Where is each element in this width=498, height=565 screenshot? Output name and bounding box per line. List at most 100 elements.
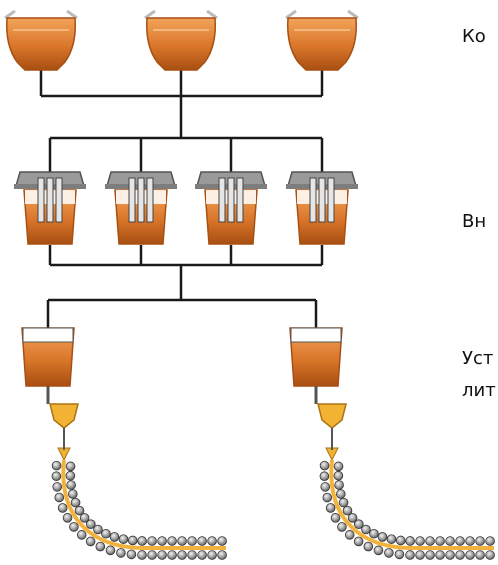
roller <box>319 471 330 482</box>
converter-steel <box>286 17 358 71</box>
roller <box>465 536 475 546</box>
roller <box>217 550 227 560</box>
roller <box>342 505 353 516</box>
ladle-electrode <box>236 177 244 223</box>
ladle-electrode <box>218 177 226 223</box>
roller <box>333 461 344 472</box>
caster-unit <box>289 327 495 560</box>
roller <box>320 482 331 492</box>
ladle-electrode <box>37 177 45 223</box>
caster-label-line1: Уст <box>462 348 494 369</box>
roller <box>52 482 63 492</box>
roller <box>322 492 333 503</box>
roller <box>455 536 465 546</box>
caster-ladle-top <box>22 327 74 343</box>
roller <box>79 513 90 523</box>
roller <box>85 519 96 530</box>
roller <box>62 513 73 523</box>
roller <box>137 536 147 546</box>
roller <box>330 513 341 523</box>
roller <box>157 536 167 546</box>
roller <box>425 550 435 560</box>
ladle-electrode <box>318 177 326 223</box>
ladle-unit <box>286 171 358 245</box>
roller <box>57 503 68 513</box>
roller <box>405 550 415 560</box>
roller <box>197 536 207 546</box>
roller <box>65 461 76 472</box>
roller <box>435 550 445 560</box>
roller <box>361 524 371 535</box>
converter-steel <box>5 17 77 71</box>
strand-path-guide <box>63 460 226 548</box>
roller <box>207 550 217 560</box>
roller <box>105 545 116 556</box>
converter-rim <box>144 9 218 20</box>
caster-ladle-top <box>290 327 342 343</box>
roller <box>207 536 217 546</box>
roller <box>384 548 394 558</box>
roller <box>395 535 406 546</box>
roller <box>353 519 364 530</box>
roller <box>54 492 65 503</box>
converter-vessel <box>4 9 78 71</box>
caster-label-line2: лит <box>462 380 496 401</box>
roller <box>325 503 336 513</box>
caster-unit <box>21 327 227 560</box>
roller <box>137 550 147 560</box>
roller <box>415 536 425 546</box>
caster-row <box>21 327 495 560</box>
ladle-electrode <box>55 177 63 223</box>
roller <box>66 480 76 490</box>
caster-tundish <box>49 403 79 429</box>
roller <box>405 536 415 546</box>
roller <box>177 550 187 560</box>
roller <box>65 470 76 481</box>
roller <box>147 550 157 560</box>
roller <box>353 536 364 547</box>
roller <box>334 480 344 490</box>
roller <box>51 460 62 471</box>
roller <box>369 528 379 539</box>
converter-vessel <box>285 9 359 71</box>
ladle-unit-row <box>14 171 358 245</box>
ladle-unit <box>195 171 267 245</box>
roller <box>74 505 85 516</box>
converter-rim <box>285 9 359 20</box>
roller <box>363 541 374 552</box>
converter-steel <box>145 17 217 71</box>
roller <box>344 530 355 540</box>
roller <box>109 532 120 542</box>
roller <box>68 489 78 499</box>
roller <box>118 534 129 544</box>
roller <box>95 541 106 552</box>
roller <box>116 548 126 558</box>
roller <box>333 470 344 481</box>
roller <box>377 532 388 542</box>
ladle-electrode <box>146 177 154 223</box>
roller <box>127 535 138 546</box>
roller <box>435 536 445 546</box>
converter-label: Ко <box>462 26 486 47</box>
connector-lines <box>39 68 324 328</box>
roller <box>93 524 103 535</box>
cast-strand <box>329 459 494 550</box>
roller <box>69 522 79 532</box>
converter-rim <box>4 9 78 20</box>
roller <box>217 536 227 546</box>
ladle-unit <box>14 171 86 245</box>
roller <box>101 528 111 539</box>
roller <box>197 550 207 560</box>
roller <box>157 550 167 560</box>
roller <box>336 489 346 499</box>
roller <box>319 460 330 471</box>
roller <box>475 536 485 546</box>
roller <box>126 549 137 560</box>
ladle-treatment-label: Вн <box>462 211 487 232</box>
cast-strand <box>61 459 226 550</box>
roller <box>445 536 455 546</box>
roller <box>85 536 96 547</box>
converter-vessel <box>144 9 218 71</box>
roller-set <box>319 460 495 560</box>
